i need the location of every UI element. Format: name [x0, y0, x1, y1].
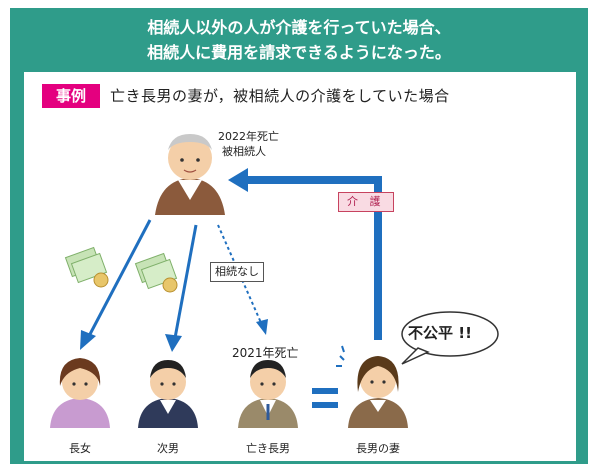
name-eldest-daughter: 長女 [69, 442, 91, 455]
second-son-figure [138, 360, 198, 428]
late-eldest-son-figure [238, 360, 298, 428]
complaint-bubble [401, 311, 499, 365]
son-death-year: 2021年死亡 [232, 346, 299, 360]
care-arrow [245, 176, 382, 340]
deceased-year: 2022年死亡 [218, 130, 279, 143]
grandfather-figure [155, 134, 225, 215]
header-line-1: 相続人以外の人が介護を行っていた場合、 [147, 18, 451, 37]
header: 相続人以外の人が介護を行っていた場合、 相続人に費用を請求できるようになった。 [10, 8, 588, 72]
complaint-text: 不公平 !! [408, 324, 472, 342]
name-second-son: 次男 [157, 442, 179, 455]
care-arrow-head [228, 168, 248, 192]
eldest-son-wife-figure [336, 345, 408, 428]
eldest-daughter-figure [50, 358, 110, 428]
inherit-arrow-son-head [165, 334, 182, 352]
no-inherit-label: 相続なし [210, 262, 264, 282]
inherit-arrow-son [173, 224, 198, 339]
no-inherit-arrow-head [256, 319, 268, 335]
equals-top [312, 388, 338, 394]
money-icon-2 [134, 252, 178, 293]
equals-bottom [312, 402, 338, 408]
inherit-arrow-daughter [86, 219, 152, 339]
case-title: 亡き長男の妻が，被相続人の介護をしていた場合 [110, 87, 450, 105]
name-late-eldest-son: 亡き長男 [246, 442, 290, 455]
diagram-panel [24, 72, 576, 461]
money-icon-1 [64, 246, 109, 288]
care-label: 介 護 [338, 192, 394, 212]
header-line-2: 相続人に費用を請求できるようになった。 [147, 43, 451, 62]
case-tag: 事例 [42, 84, 100, 108]
deceased-label: 被相続人 [222, 145, 266, 158]
name-eldest-son-wife: 長男の妻 [356, 442, 400, 455]
inherit-arrow-daughter-head [80, 330, 96, 350]
